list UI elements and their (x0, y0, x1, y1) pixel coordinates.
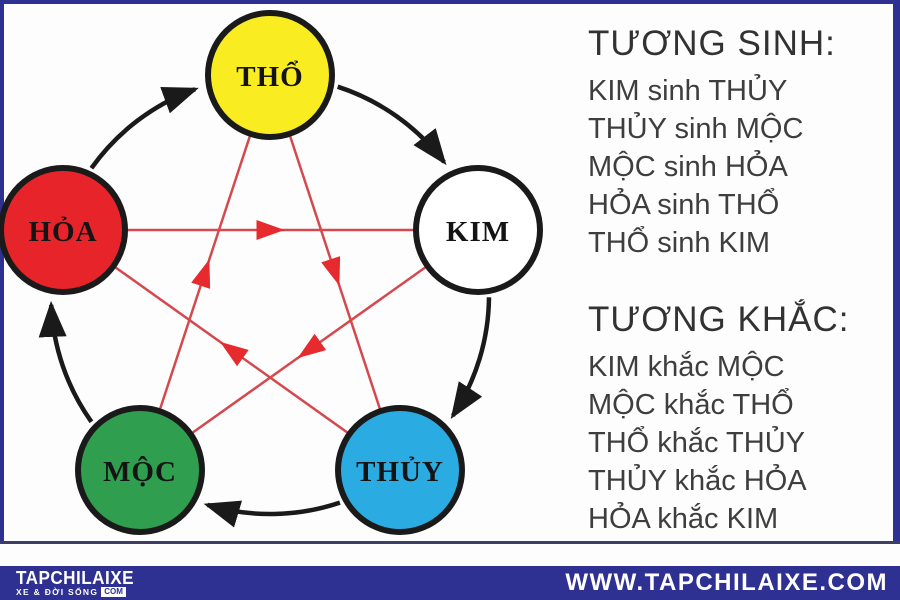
sinh-panel-title: TƯƠNG SINH: (588, 24, 836, 63)
logo-sub-row: XE & ĐỜI SỐNG COM (16, 586, 140, 597)
node-moc: MỘC (75, 405, 205, 535)
node-hoa: HỎA (0, 165, 128, 295)
sinh-arrow-hoa-tho (89, 86, 199, 170)
sinh-arrow-thuy-moc (203, 500, 341, 528)
logo-main-text: TAPCHILAIXE (16, 567, 134, 588)
node-thuy-circle (335, 405, 465, 535)
sinh-cycle-arrows (38, 84, 492, 528)
frame-border-bottom (0, 541, 900, 544)
element-nodes: THỔ KIM THỦY MỘC HỎA (0, 10, 543, 535)
khac-panel-title: TƯƠNG KHẮC: (588, 300, 850, 339)
node-tho: THỔ (205, 10, 335, 140)
node-kim: KIM (413, 165, 543, 295)
khac-rule: THỦY khắc HỎA (588, 465, 807, 497)
node-moc-circle (75, 405, 205, 535)
frame-border-left (0, 0, 4, 544)
node-kim-circle (413, 165, 543, 295)
logo-com-badge: COM (101, 586, 126, 597)
khac-arrow-thuy-hoa (62, 228, 401, 472)
node-tho-circle (205, 10, 335, 140)
sinh-rule: MỘC sinh HỎA (588, 151, 788, 183)
khac-rule: THỔ khắc THỦY (588, 427, 806, 459)
logo-tagline: XE & ĐỜI SỐNG (16, 586, 99, 597)
node-thuy: THỦY (335, 405, 465, 535)
website-url: WWW.TAPCHILAIXE.COM (565, 569, 888, 596)
node-tho-label: THỔ (236, 59, 303, 93)
five-elements-diagram: THỔ KIM THỦY MỘC HỎA (0, 10, 543, 535)
node-hoa-label: HỎA (28, 215, 97, 248)
node-hoa-circle (0, 165, 128, 295)
khac-rule: KIM khắc MỘC (588, 351, 785, 383)
footer-bar: TAPCHILAIXE XE & ĐỜI SỐNG COM WWW.TAPCHI… (0, 566, 900, 600)
frame-border-right (893, 0, 900, 544)
khac-arrow-kim-moc (139, 228, 479, 472)
khac-rule: MỘC khắc THỔ (588, 389, 794, 421)
node-kim-label: KIM (446, 216, 510, 248)
khac-star-arrows (62, 74, 479, 472)
sinh-arrow-kim-thuy (450, 297, 492, 419)
sinh-rule: THỦY sinh MỘC (588, 113, 804, 145)
khac-arrow-tho-thuy (268, 74, 402, 471)
khac-arrow-moc-tho (138, 74, 272, 471)
sinh-panel: TƯƠNG SINH: KIM sinh THỦY THỦY sinh MỘC … (588, 24, 836, 262)
sinh-arrow-tho-kim (337, 84, 447, 166)
tapchilaixe-logo: TAPCHILAIXE XE & ĐỜI SỐNG COM (16, 567, 140, 597)
frame-border-top (0, 0, 900, 4)
node-moc-label: MỘC (103, 455, 177, 488)
sinh-rule: HỎA sinh THỔ (588, 189, 780, 221)
khac-panel: TƯƠNG KHẮC: KIM khắc MỘC MỘC khắc THỔ TH… (588, 300, 849, 538)
sinh-arrow-moc-hoa (38, 300, 94, 424)
sinh-rule: KIM sinh THỦY (588, 75, 788, 107)
sinh-rule: THỔ sinh KIM (588, 227, 771, 259)
node-thuy-label: THỦY (356, 455, 444, 488)
khac-rule: HỎA khắc KIM (588, 503, 779, 535)
